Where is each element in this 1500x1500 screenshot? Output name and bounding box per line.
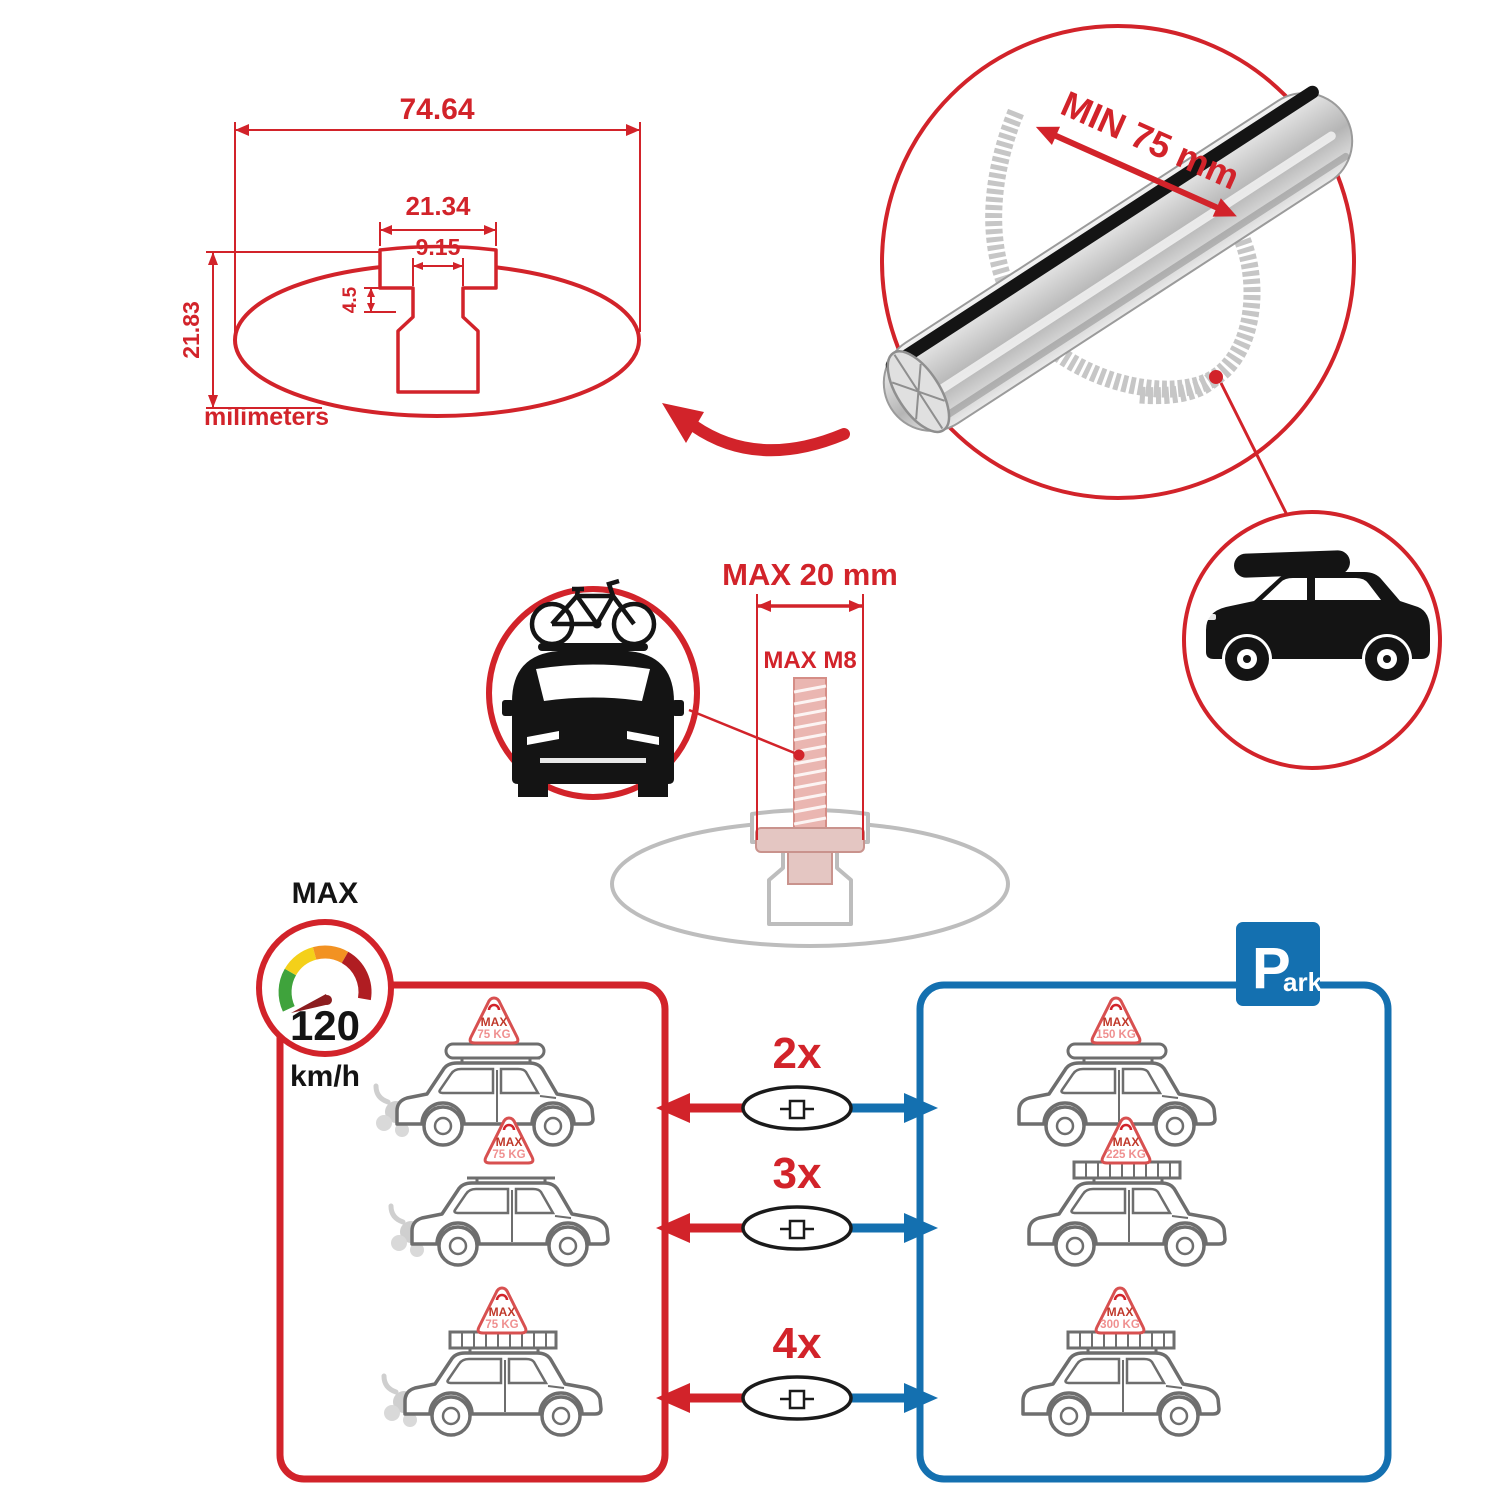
load-sign-line2: 225 KG xyxy=(1106,1149,1146,1161)
parked-car-3: MAX 300 KG xyxy=(1021,1286,1221,1437)
car-bike-circle xyxy=(486,578,700,800)
comparison-row-2-arrow: 3x xyxy=(656,1149,938,1251)
gauge-units: km/h xyxy=(290,1060,360,1093)
units-label: milimeters xyxy=(204,403,329,431)
dim-slot-outer: 21.34 xyxy=(379,191,497,246)
parked-car-2: MAX 225 KG xyxy=(1027,1116,1227,1267)
driving-car-3: MAX 75 KG xyxy=(384,1286,603,1437)
load-sign-line1: MAX xyxy=(489,1305,516,1319)
dim-total-width-label: 74.64 xyxy=(399,93,474,126)
dim-slot-inner: 9.15 xyxy=(412,234,464,286)
bolt-leader-line xyxy=(688,708,798,756)
driving-car-2: MAX 75 KG xyxy=(391,1116,610,1267)
load-sign-line1: MAX xyxy=(1113,1135,1140,1149)
load-sign-line2: 150 KG xyxy=(1096,1029,1136,1041)
speed-gauge: MAX 120 km/h xyxy=(256,877,394,1093)
park-sign-suffix: ark xyxy=(1283,967,1323,997)
multiplier-label-2: 3x xyxy=(773,1149,822,1198)
parked-car-1: MAX 150 KG xyxy=(1017,996,1217,1147)
car-front-icon xyxy=(502,643,684,797)
load-sign-line2: 75 KG xyxy=(485,1319,518,1331)
load-sign-line2: 75 KG xyxy=(477,1029,510,1041)
gauge-needle xyxy=(291,994,330,1013)
park-sign: P ark xyxy=(1236,922,1323,1006)
load-sign-line1: MAX xyxy=(496,1135,523,1149)
suv-roofbox-icon xyxy=(1206,550,1430,681)
load-sign-line1: MAX xyxy=(1107,1305,1134,1319)
cross-section-drawing: 74.64 21.34 9.15 4.5 21.83 xyxy=(178,93,641,431)
gauge-value: 120 xyxy=(290,1002,360,1049)
dim-total-height: 21.83 xyxy=(178,251,380,409)
t-bolt-icon xyxy=(755,677,865,885)
load-sign-line2: 300 KG xyxy=(1100,1319,1140,1331)
bar-cross-section-icon xyxy=(741,1085,853,1131)
roof-box-icon xyxy=(1066,1042,1168,1060)
multiplier-label-3: 4x xyxy=(773,1319,822,1368)
pointer-arrow-to-drawing xyxy=(662,403,850,457)
suv-roofbox-circle xyxy=(1182,510,1442,770)
comparison-row-3-arrow: 4x xyxy=(656,1319,938,1421)
clamp-loop-front xyxy=(1139,371,1221,405)
load-sign-line1: MAX xyxy=(1103,1015,1130,1029)
crossbar-detail-circle: MIN 75 mm xyxy=(880,24,1356,500)
crossbar-render xyxy=(882,85,1354,434)
park-sign-letter: P xyxy=(1252,936,1291,1001)
t-slot-profile xyxy=(378,244,498,394)
comparison-row-1-arrow: 2x xyxy=(656,1029,938,1131)
clamp-callout-dot xyxy=(1209,370,1223,384)
multiplier-label-1: 2x xyxy=(773,1029,822,1078)
dim-bolt-width: MAX 20 mm MAX M8 xyxy=(722,557,898,840)
dim-lip-depth: 4.5 xyxy=(340,286,410,313)
bar-cross-section-icon xyxy=(741,1375,853,1421)
dim-lip-depth-label: 4.5 xyxy=(340,286,361,313)
bolt-max-width-label: MAX 20 mm xyxy=(722,557,898,592)
load-sign-line1: MAX xyxy=(481,1015,508,1029)
t-bolt-section: MAX 20 mm MAX M8 xyxy=(610,557,1010,948)
dim-slot-inner-label: 9.15 xyxy=(416,234,461,260)
clamp-loop xyxy=(985,108,1261,398)
load-sign-line2: 75 KG xyxy=(492,1149,525,1161)
dim-total-width: 74.64 xyxy=(234,93,641,332)
dim-slot-outer-label: 21.34 xyxy=(405,191,471,221)
gauge-max-label: MAX xyxy=(292,877,359,910)
rubber-strip xyxy=(885,85,1319,372)
bolt-callout-dot xyxy=(793,749,805,761)
bar-cross-section-icon xyxy=(741,1205,853,1251)
roof-box-icon xyxy=(444,1042,546,1060)
bolt-max-thread-label: MAX M8 xyxy=(763,647,856,674)
dim-total-height-label: 21.83 xyxy=(178,301,204,359)
callout-connector xyxy=(1219,382,1293,524)
driving-car-1: MAX 75 KG xyxy=(376,996,595,1147)
